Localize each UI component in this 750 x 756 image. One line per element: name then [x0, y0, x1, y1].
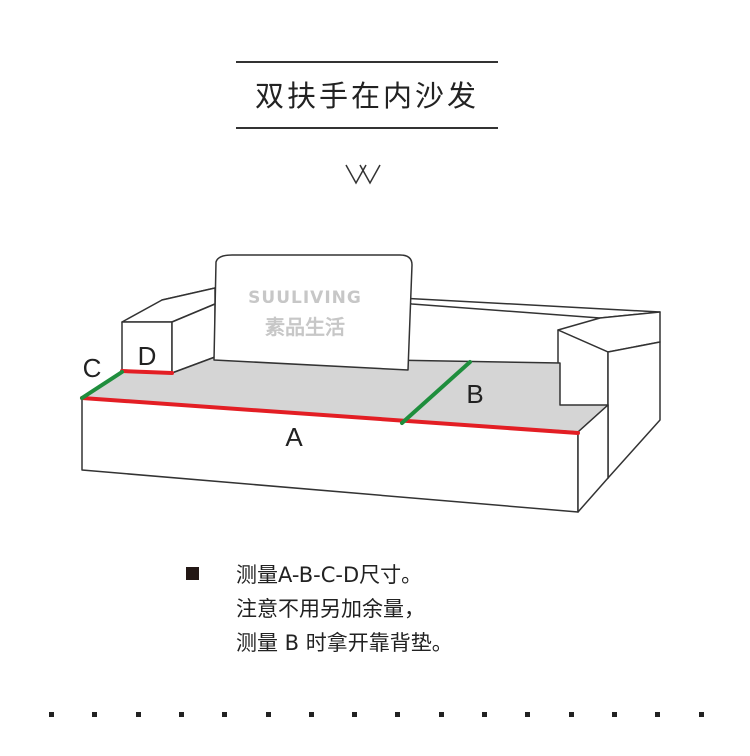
divider-dot	[438, 712, 444, 717]
divider-dot	[222, 712, 228, 717]
instruction-line-3: 测量 B 时拿开靠背垫。	[236, 631, 453, 655]
divider-dot	[655, 712, 661, 717]
logo-text: SUULIVING	[248, 288, 362, 308]
divider-dot	[308, 712, 314, 717]
divider-dot	[352, 712, 358, 717]
label-c: C	[83, 353, 102, 383]
divider-dot	[482, 712, 487, 717]
divider-dot	[265, 712, 271, 717]
measure-line-a	[80, 396, 580, 435]
square-bullet-icon	[186, 567, 199, 580]
title-rule-top	[236, 61, 498, 63]
instruction-line-1: 测量A-B-C-D尺寸。	[236, 563, 423, 587]
divider-dot	[525, 712, 531, 717]
label-d: D	[138, 341, 157, 371]
instruction-line-2: 注意不用另加余量，	[236, 597, 425, 621]
divider-dot	[135, 712, 141, 717]
divider-dot	[395, 712, 401, 717]
divider-dot	[92, 712, 98, 717]
page-title: 双扶手在内沙发	[254, 79, 479, 113]
divider-dot	[611, 712, 617, 717]
divider-dot	[568, 712, 574, 717]
back-cushion	[213, 254, 413, 371]
divider-dot	[49, 712, 54, 717]
measure-line-c	[80, 370, 124, 400]
divider-dot	[178, 712, 184, 717]
measure-line-d	[120, 369, 174, 375]
double-chevron-down-icon	[345, 164, 381, 185]
sofa-diagram: SUULIVING 素品生活 A B C D	[80, 254, 661, 513]
title-rule-bottom	[236, 127, 498, 129]
logo-subtext: 素品生活	[265, 315, 345, 339]
sofa-seat-side	[577, 404, 609, 513]
sofa-right-arm-side	[607, 341, 661, 479]
divider-dot	[698, 712, 704, 717]
label-a: A	[285, 422, 303, 452]
label-b: B	[466, 379, 483, 409]
measure-line-b	[400, 360, 472, 425]
